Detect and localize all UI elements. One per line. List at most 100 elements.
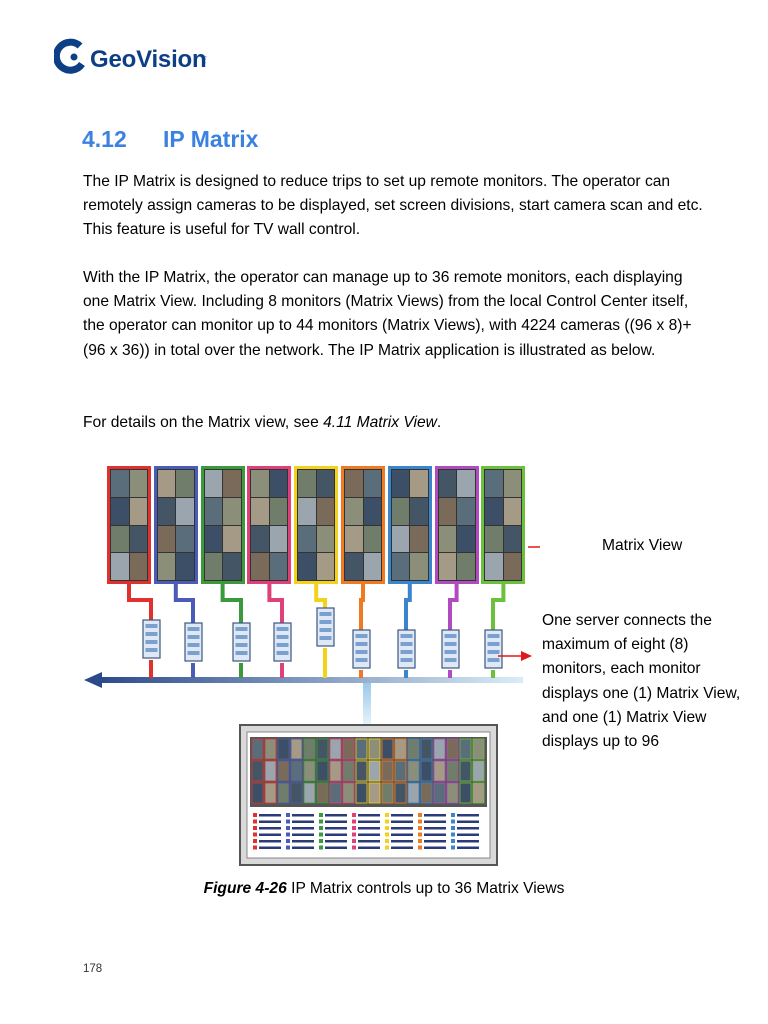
camera-tile <box>290 782 303 804</box>
camera-list-bullet <box>451 832 455 837</box>
server-note: One server connects the maximum of eight… <box>542 612 741 751</box>
camera-list-bullet <box>286 832 290 837</box>
monitor-cable <box>267 584 284 623</box>
camera-list-bullet <box>319 813 323 817</box>
camera-list-entry <box>358 827 380 830</box>
camera-list-entry <box>424 814 446 817</box>
camera-list-entry <box>457 833 479 836</box>
camera-tile <box>303 782 316 804</box>
camera-tile <box>329 782 342 804</box>
camera-list-entry <box>292 846 314 849</box>
paragraph-intro: The IP Matrix is designed to reduce trip… <box>83 173 703 239</box>
camera-list-bullet <box>352 832 356 837</box>
server-icon <box>352 629 371 669</box>
camera-tile <box>420 782 433 804</box>
section-title: IP Matrix <box>163 126 259 152</box>
camera-list-entry <box>358 820 380 823</box>
camera-list-entry <box>259 814 281 817</box>
server-icon <box>232 622 251 662</box>
remote-monitor <box>107 466 151 584</box>
camera-tile <box>316 738 329 760</box>
camera-list-entry <box>424 820 446 823</box>
caption-label: Figure 4-26 <box>203 880 287 897</box>
camera-list-entry <box>391 827 413 830</box>
camera-list-bullet <box>385 826 389 830</box>
camera-list-entry <box>259 833 281 836</box>
camera-tile <box>264 760 277 782</box>
camera-list-bullet <box>286 819 290 824</box>
camera-tile <box>407 782 420 804</box>
camera-tile <box>342 782 355 804</box>
camera-tile <box>368 738 381 760</box>
camera-list-bullet <box>253 819 257 824</box>
camera-list-bullet <box>352 826 356 830</box>
figure-caption: Figure 4-26 IP Matrix controls up to 36 … <box>0 880 768 898</box>
server-icon <box>273 622 292 662</box>
camera-tile <box>407 738 420 760</box>
camera-tile <box>277 738 290 760</box>
camera-list-entry <box>292 833 314 836</box>
camera-tile <box>251 738 264 760</box>
camera-list-entry <box>391 833 413 836</box>
camera-tile <box>472 760 485 782</box>
camera-list-bullet <box>253 832 257 837</box>
camera-tile <box>459 782 472 804</box>
camera-tile <box>368 782 381 804</box>
ip-matrix-figure <box>80 460 540 870</box>
camera-list-entry <box>457 820 479 823</box>
camera-list-entry <box>325 827 347 830</box>
camera-tile <box>264 782 277 804</box>
camera-list-entry <box>259 827 281 830</box>
camera-tile <box>290 760 303 782</box>
monitor-cable <box>404 584 412 630</box>
camera-tile <box>355 760 368 782</box>
camera-list-entry <box>292 827 314 830</box>
camera-tile <box>433 738 446 760</box>
monitor-cable <box>314 584 327 608</box>
camera-list-entry <box>358 846 380 849</box>
camera-list-bullet <box>319 819 323 824</box>
camera-list-bullet <box>385 845 389 850</box>
remote-monitor <box>387 466 432 584</box>
camera-list-entry <box>424 833 446 836</box>
camera-tile <box>316 760 329 782</box>
reference-suffix: . <box>436 414 442 431</box>
camera-list-bullet <box>418 819 422 824</box>
matrix-view-link[interactable]: 4.11 Matrix View <box>323 414 437 431</box>
camera-list-entry <box>325 846 347 849</box>
camera-list-bullet <box>253 845 257 850</box>
camera-list-bullet <box>451 839 455 843</box>
camera-list-bullet <box>286 839 290 843</box>
arrow-icon <box>521 651 532 661</box>
camera-tile <box>251 782 264 804</box>
camera-list-bullet <box>319 826 323 830</box>
camera-list-bullet <box>286 813 290 817</box>
camera-tile <box>407 760 420 782</box>
camera-tile <box>290 738 303 760</box>
matrix-view-label: Matrix View <box>602 537 683 554</box>
camera-list-bullet <box>418 845 422 850</box>
server-icon <box>184 622 203 662</box>
camera-list-bullet <box>385 813 389 817</box>
camera-tile <box>355 738 368 760</box>
camera-tile <box>472 782 485 804</box>
paragraph-reference: For details on the Matrix view, see 4.11… <box>83 411 703 435</box>
camera-tile <box>277 782 290 804</box>
brand-suffix: Inc. <box>200 56 206 66</box>
camera-tile <box>303 760 316 782</box>
camera-list-bullet <box>451 813 455 817</box>
server-icon <box>484 629 503 669</box>
camera-list-entry <box>391 846 413 849</box>
camera-list-entry <box>457 827 479 830</box>
camera-list-bullet <box>253 813 257 817</box>
camera-tile <box>329 738 342 760</box>
monitor-cable <box>220 584 243 623</box>
camera-tile <box>342 760 355 782</box>
camera-list-bullet <box>418 813 422 817</box>
camera-list-entry <box>457 846 479 849</box>
camera-list-bullet <box>451 845 455 850</box>
camera-list-entry <box>325 820 347 823</box>
camera-list-bullet <box>418 839 422 843</box>
monitor-cable <box>173 584 195 623</box>
camera-list-entry <box>424 827 446 830</box>
